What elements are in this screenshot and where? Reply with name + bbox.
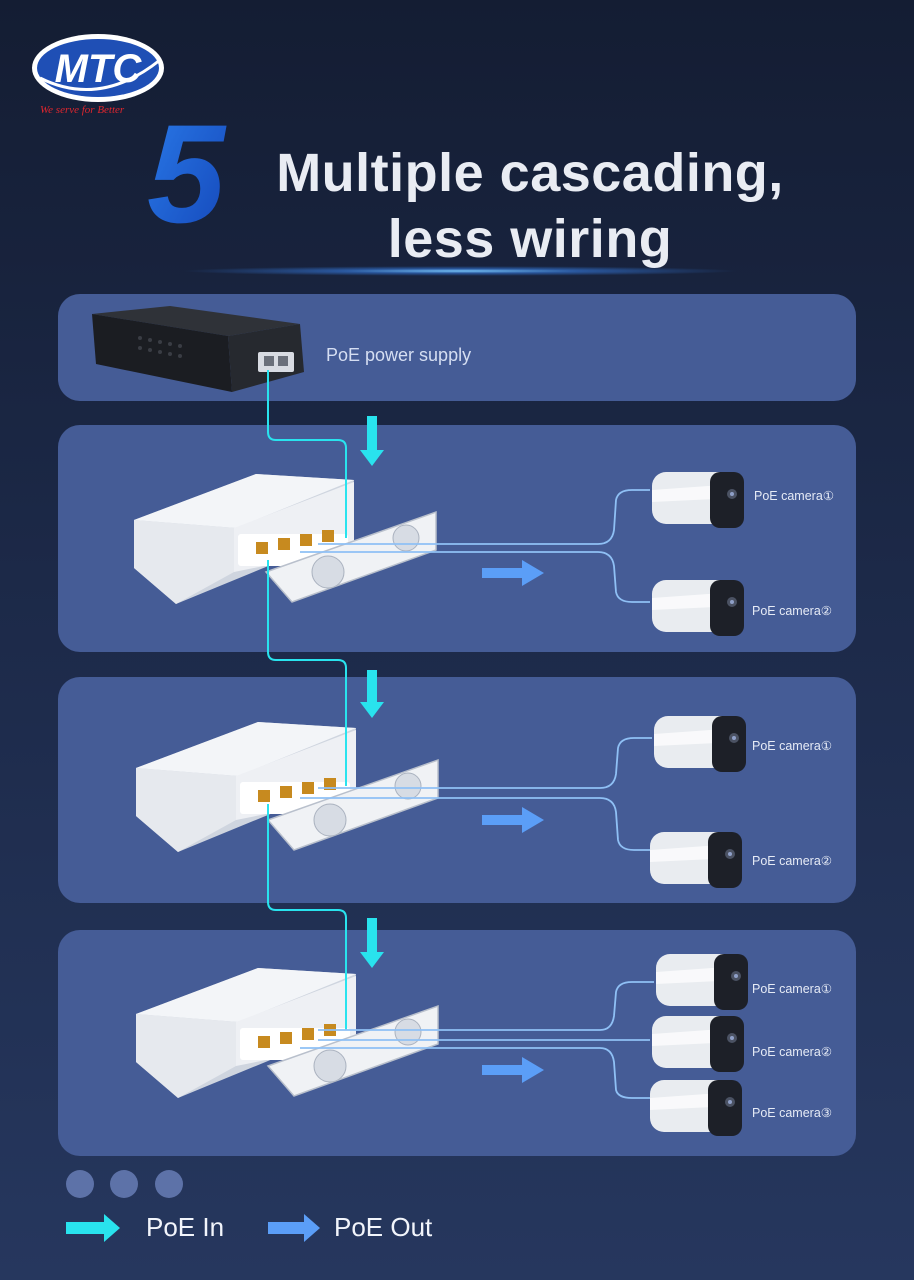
logo-text: MTC (55, 47, 143, 91)
camera-3-1 (656, 954, 748, 1010)
camera-label: PoE camera① (754, 489, 834, 503)
poe-in-arrows (360, 416, 384, 968)
legend-in-arrow (66, 1214, 120, 1242)
camera-label: PoE camera② (752, 604, 832, 618)
poe-switch-2 (135, 721, 439, 853)
poe-out-cables (300, 489, 654, 1099)
mtc-logo: MTC (32, 34, 164, 102)
camera-label: PoE camera① (752, 739, 832, 753)
headline-line2: less wiring (387, 209, 673, 269)
dot (155, 1170, 183, 1198)
poe-power-supply-device (92, 306, 304, 392)
headline-line1: Multiple cascading, (276, 143, 784, 203)
dot (110, 1170, 138, 1198)
dot (66, 1170, 94, 1198)
camera-3-3 (650, 1080, 742, 1136)
legend-poe-in: PoE In (146, 1212, 225, 1242)
camera-2-1 (654, 716, 746, 772)
camera-label: PoE camera② (752, 854, 832, 868)
logo-tagline: We serve for Better (40, 104, 125, 116)
poe-switch-3 (135, 967, 439, 1099)
poe-in-cables (267, 370, 347, 1030)
camera-label: PoE camera② (752, 1045, 832, 1059)
camera-label: PoE camera① (752, 982, 832, 996)
poe-switch-1 (133, 473, 437, 605)
headline-number: 5 (147, 118, 227, 230)
camera-1-2 (652, 580, 744, 636)
camera-label: PoE camera③ (752, 1106, 832, 1120)
camera-1-1 (652, 472, 744, 528)
headline-title: Multiple cascading, less wiring (200, 140, 860, 272)
poe-out-arrows (482, 560, 544, 1083)
camera-2-2 (650, 832, 742, 888)
camera-3-2 (652, 1016, 744, 1072)
psu-label: PoE power supply (326, 345, 472, 365)
legend-out-arrow (268, 1214, 320, 1242)
legend-poe-out: PoE Out (334, 1212, 433, 1242)
title-glow (180, 266, 740, 276)
svg-text:5: 5 (147, 118, 227, 230)
